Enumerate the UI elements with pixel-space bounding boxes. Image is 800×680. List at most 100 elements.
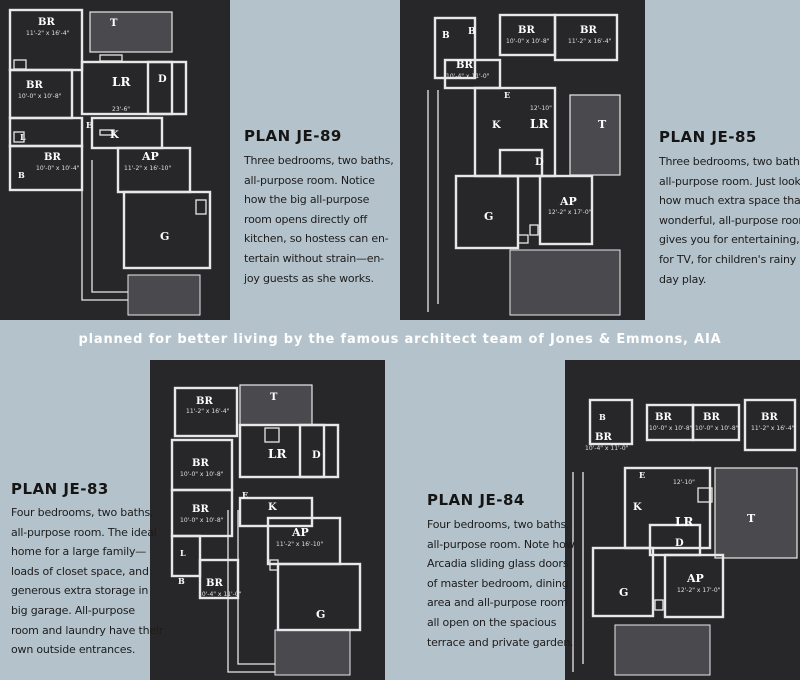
je84-br1-label: BR xyxy=(595,432,612,443)
plan-je89-background xyxy=(0,0,230,320)
description-line: room and laundry have their xyxy=(11,623,164,637)
je84-lr-dim: 12'-10" xyxy=(673,479,695,486)
je89-g-label: G xyxy=(160,230,169,243)
je83-br1-label: BR xyxy=(196,396,213,407)
plan-je83-text-panel xyxy=(0,360,150,680)
description-line: how the big all-purpose xyxy=(244,193,370,207)
je83-ap-dim: 11'-2" x 16'-10" xyxy=(276,541,323,548)
plan-je89-description: Three bedrooms, two baths, all-purpose r… xyxy=(244,151,394,288)
je89-ap-dim: 11'-2" x 16'-10" xyxy=(124,165,171,172)
je83-br4-dim: 10'-4" x 11'-0" xyxy=(198,591,242,598)
description-line: Four bedrooms, two baths, xyxy=(427,518,570,531)
description-line: all-purpose room. Notice xyxy=(244,173,375,187)
banner-text: planned for better living by the famous … xyxy=(78,332,722,347)
je83-k-label: K xyxy=(268,502,277,513)
je89-br1-label: BR xyxy=(38,17,55,28)
je89-k-label: K xyxy=(110,130,119,141)
je85-g-label: G xyxy=(484,210,493,223)
je84-d-label: D xyxy=(675,538,684,549)
je89-br2-label: BR xyxy=(26,80,43,91)
je84-b-label: B xyxy=(599,412,606,422)
je83-br2-dim: 10'-0" x 10'-8" xyxy=(180,471,224,478)
plan-je84-description: Four bedrooms, two baths, all-purpose ro… xyxy=(427,515,575,652)
description-line: Three bedrooms, two baths, xyxy=(659,155,800,168)
je84-ap-dim: 12'-2" x 17'-0" xyxy=(677,587,721,594)
je89-d-label: D xyxy=(158,74,167,85)
plan-je89-floorplan: BR 11'-2" x 16'-4" T BR 10'-0" x 10'-8" … xyxy=(8,8,212,316)
je85-br1-label: BR xyxy=(518,25,535,36)
je83-br1-dim: 11'-2" x 16'-4" xyxy=(186,408,230,415)
plan-je85-text-panel xyxy=(645,0,800,320)
description-line: Four bedrooms, two baths, xyxy=(11,506,154,519)
je83-d-label: D xyxy=(312,450,321,461)
je83-ap-label: AP xyxy=(291,526,309,539)
description-line: all-purpose room. Note how xyxy=(427,537,575,551)
description-line: loads of closet space, and xyxy=(11,564,149,578)
je84-br3-dim: 10'-0" x 10'-8" xyxy=(695,425,739,432)
je89-ap-label: AP xyxy=(141,150,159,163)
je84-e-label: E xyxy=(639,470,645,480)
je84-br2-label: BR xyxy=(655,412,672,423)
je89-br2-dim: 10'-0" x 10'-8" xyxy=(18,93,62,100)
je84-br2-dim: 10'-0" x 10'-8" xyxy=(649,425,693,432)
description-line: terrace and private garden. xyxy=(427,635,574,649)
je83-br2-label: BR xyxy=(192,458,209,469)
je84-br1-dim: 10'-4" x 11'-0" xyxy=(585,445,629,452)
description-line: tertain without strain—en- xyxy=(244,251,384,265)
je84-br4-label: BR xyxy=(761,412,778,423)
je83-b-label: B xyxy=(178,576,185,586)
description-line: of master bedroom, dining xyxy=(427,576,569,590)
plan-je85-title: PLAN JE-85 xyxy=(659,128,757,146)
je84-k-label: K xyxy=(633,502,642,513)
je85-br3-dim: 10'-4" x 11'-0" xyxy=(446,73,490,80)
plan-je84-title: PLAN JE-84 xyxy=(427,491,525,509)
plan-je83-floorplan: BR 11'-2" x 16'-4" T LR D BR 10'-0" x 10… xyxy=(170,384,362,676)
je83-g-label: G xyxy=(316,608,325,621)
je89-br3-dim: 10'-0" x 10'-4" xyxy=(36,165,80,172)
je85-b1-label: B xyxy=(442,31,450,41)
description-line: how much extra space that xyxy=(659,194,800,208)
je89-br3-label: BR xyxy=(44,152,61,163)
je85-br3-label: BR xyxy=(456,60,473,71)
description-line: joy guests as she works. xyxy=(244,271,374,285)
je83-l-label: L xyxy=(180,548,186,558)
description-line: all-purpose room. Just look xyxy=(659,174,800,188)
plan-je84-text-panel xyxy=(385,360,565,680)
je85-br2-label: BR xyxy=(580,25,597,36)
je89-b-label: B xyxy=(18,170,25,180)
plan-je83-description: Four bedrooms, two baths, all-purpose ro… xyxy=(11,503,163,660)
description-line: day play. xyxy=(659,272,707,286)
description-line: wonderful, all-purpose room xyxy=(659,213,800,227)
je83-t-label: T xyxy=(270,392,278,403)
je89-lr-dim: 23'-6" xyxy=(112,106,130,113)
je84-br4-dim: 11'-2" x 16'-4" xyxy=(751,425,795,432)
je84-ap-label: AP xyxy=(686,572,704,585)
je85-t-label: T xyxy=(598,118,607,131)
description-line: all-purpose room. The ideal xyxy=(11,525,157,539)
description-line: room opens directly off xyxy=(244,212,368,226)
je89-br1-dim: 11'-2" x 16'-4" xyxy=(26,30,70,37)
plan-je85-floorplan: B B BR 10'-0" x 10'-8" BR 11'-2" x 16'-4… xyxy=(427,13,621,316)
je83-lr-label: LR xyxy=(268,447,287,461)
plan-je83-title: PLAN JE-83 xyxy=(11,480,109,498)
je89-lr-label: LR xyxy=(112,75,131,89)
description-line: big garage. All-purpose xyxy=(11,603,135,617)
banner: planned for better living by the famous … xyxy=(0,320,800,360)
je84-g-label: G xyxy=(619,586,628,599)
je83-br3-dim: 10'-0" x 10'-8" xyxy=(180,517,224,524)
description-line: gives you for entertaining, xyxy=(659,233,800,247)
description-line: Three bedrooms, two baths, xyxy=(244,154,394,167)
je85-br2-dim: 11'-2" x 16'-4" xyxy=(568,38,612,45)
je85-br1-dim: 10'-0" x 10'-8" xyxy=(506,38,550,45)
plan-je89-title: PLAN JE-89 xyxy=(244,127,342,145)
description-line: area and all-purpose room xyxy=(427,596,568,610)
je85-lr-dim: 12'-10" xyxy=(530,105,552,112)
description-line: home for a large family— xyxy=(11,545,147,559)
je85-lr-label: LR xyxy=(530,117,549,131)
description-line: generous extra storage in xyxy=(11,584,149,598)
je85-b2-label: B xyxy=(468,27,476,37)
plan-je85-description: Three bedrooms, two baths, all-purpose r… xyxy=(659,152,800,289)
je89-l-label: L xyxy=(20,132,26,142)
je85-e-label: E xyxy=(504,90,510,100)
je83-br4-label: BR xyxy=(206,578,223,589)
